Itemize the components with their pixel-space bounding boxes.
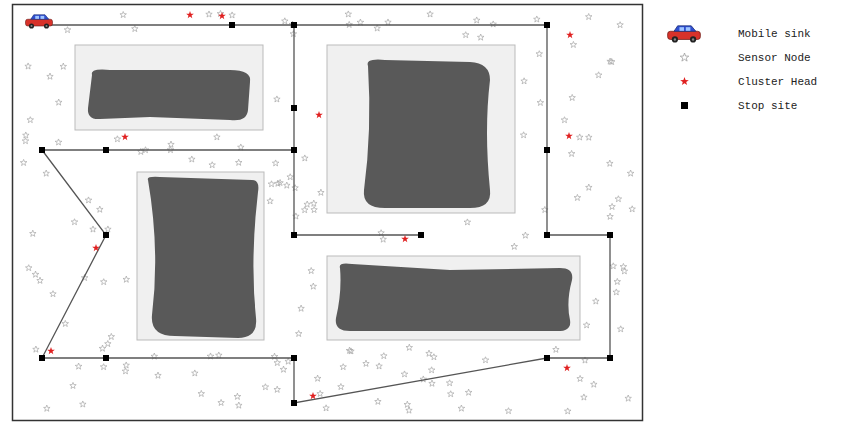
cluster-heads <box>47 11 574 399</box>
legend-samples <box>668 26 701 109</box>
legend-label: Mobile sink <box>738 27 811 41</box>
field-border <box>13 5 643 421</box>
sensor-nodes <box>20 10 635 414</box>
stop-sites <box>39 22 613 406</box>
legend-label: Sensor Node <box>738 51 811 65</box>
sink-path <box>30 25 610 403</box>
obstacles <box>75 45 580 340</box>
legend-label: Stop site <box>738 99 797 113</box>
legend-label: Cluster Head <box>738 75 817 89</box>
mobile-sink <box>26 15 53 29</box>
